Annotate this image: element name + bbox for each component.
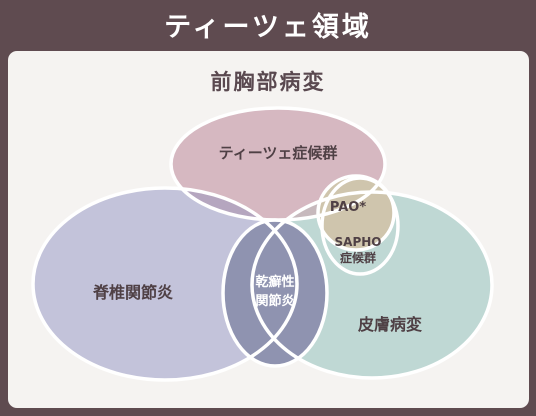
psoriatic-outline (221, 218, 329, 368)
spine-outline (31, 186, 299, 382)
sapho-label-line1: SAPHO (335, 235, 382, 249)
diagram-heading: 前胸部病変 (210, 70, 326, 94)
skin-label: 皮膚病変 (357, 315, 422, 334)
page-title: ティーツェ領域 (164, 11, 372, 43)
psoriatic-label-line1: 乾癬性 (255, 274, 294, 290)
skin-outline (250, 190, 494, 380)
tietze-label: ティーツェ症候群 (219, 144, 338, 162)
pao-label: PAO* (330, 200, 366, 215)
pao-outline (316, 174, 396, 252)
sapho-label-line2: 症候群 (340, 250, 376, 265)
spine-label: 脊椎関節炎 (92, 283, 173, 302)
psoriatic-label-line2: 関節炎 (255, 293, 294, 309)
sapho-outline (320, 176, 400, 276)
psoriatic-arthritis-region (223, 220, 327, 366)
